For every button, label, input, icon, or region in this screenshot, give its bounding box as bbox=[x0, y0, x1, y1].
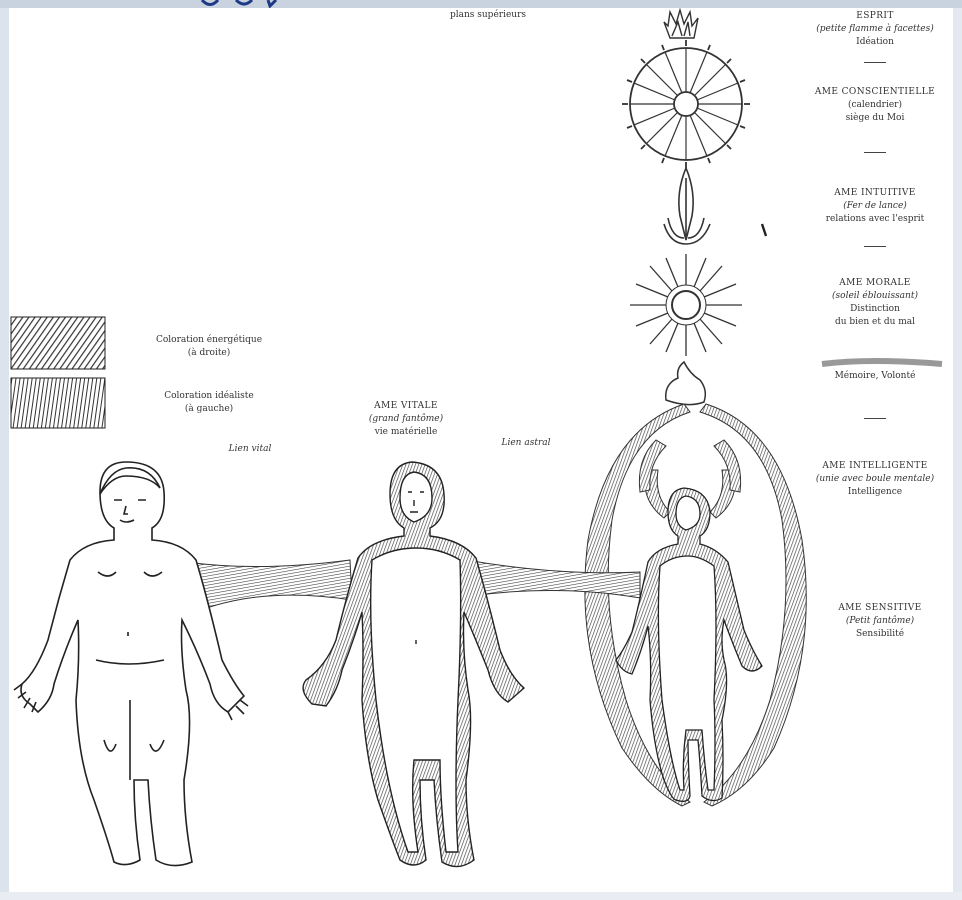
vital-soul-figure bbox=[303, 462, 524, 867]
energy-coloration-label: Coloration énergétique (à droite) bbox=[134, 334, 284, 360]
separator bbox=[864, 62, 886, 63]
intelligent-soul-label: AME INTELLIGENTE (unie avec boule mental… bbox=[800, 460, 950, 499]
moral-soul-label: AME MORALE (soleil éblouissant) Distinct… bbox=[800, 277, 950, 329]
vital-soul-label: AME VITALE (grand fantôme) vie matériell… bbox=[336, 400, 476, 439]
intuitive-soul-label: AME INTUITIVE (Fer de lance) relations a… bbox=[800, 187, 950, 226]
calendar-wheel-icon bbox=[622, 40, 750, 168]
page-title: plans supérieurs bbox=[428, 9, 548, 22]
ink-mark bbox=[762, 224, 766, 236]
spirit-flame-icon bbox=[664, 10, 698, 38]
energy-swatch bbox=[11, 317, 105, 369]
scribbled-out-label bbox=[822, 361, 942, 364]
separator bbox=[864, 152, 886, 153]
conscious-soul-label: AME CONSCIENTIELLE (calendrier) siège du… bbox=[800, 86, 950, 125]
vital-link-label: Lien vital bbox=[210, 443, 290, 456]
small-flame-icon bbox=[666, 362, 706, 405]
vital-link-band bbox=[186, 560, 352, 612]
sensitive-soul-label: AME SENSITIVE (Petit fantôme) Sensibilit… bbox=[810, 602, 950, 641]
spirit-label: ESPRIT (petite flamme à facettes) Idéati… bbox=[800, 10, 950, 49]
separator bbox=[864, 418, 886, 419]
ideal-coloration-label: Coloration idéaliste (à gauche) bbox=[134, 390, 284, 416]
ideal-swatch bbox=[11, 378, 105, 428]
memory-will-label: Mémoire, Volonté bbox=[800, 370, 950, 383]
spear-icon bbox=[664, 168, 710, 244]
astral-link-band bbox=[466, 560, 640, 598]
radiant-sun-icon bbox=[630, 254, 742, 356]
astral-link-label: Lien astral bbox=[486, 437, 566, 450]
physical-body-figure bbox=[14, 462, 248, 866]
separator bbox=[864, 246, 886, 247]
